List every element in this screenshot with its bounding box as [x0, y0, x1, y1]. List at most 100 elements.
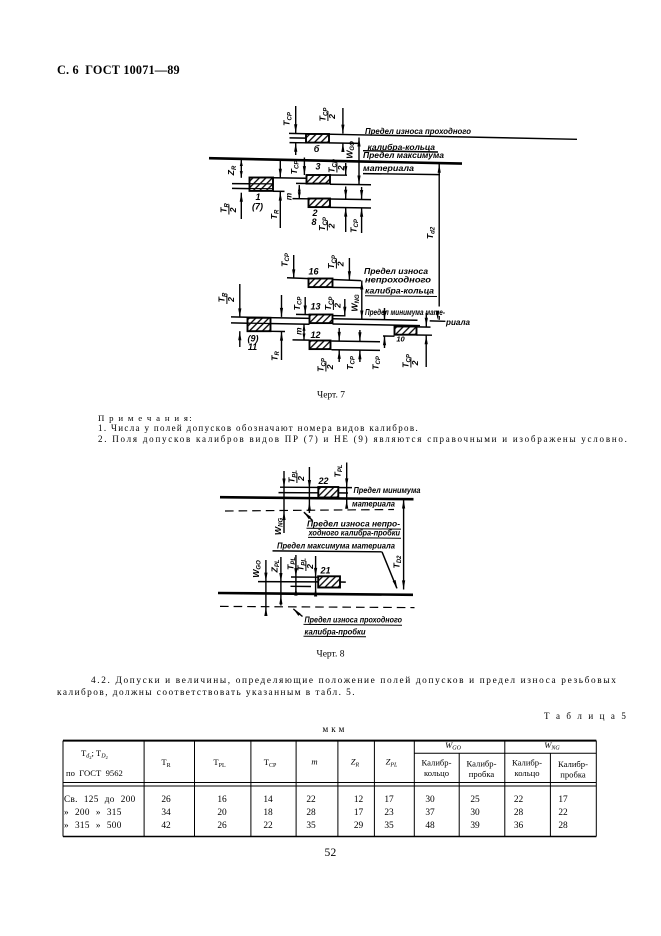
svg-text:13: 13: [310, 302, 320, 312]
svg-text:22: 22: [263, 821, 273, 831]
svg-text:28: 28: [514, 808, 524, 818]
svg-text:m: m: [294, 327, 304, 335]
svg-text:2: 2: [311, 208, 317, 218]
svg-text:материала: материала: [363, 163, 414, 173]
svg-text:25: 25: [470, 795, 480, 805]
svg-text:непроходного: непроходного: [365, 274, 431, 284]
svg-text:2: 2: [296, 476, 306, 482]
svg-text:28: 28: [306, 808, 316, 818]
svg-text:TPL: TPL: [296, 558, 308, 571]
svg-text:18: 18: [263, 808, 273, 818]
svg-text:кольцо: кольцо: [424, 768, 449, 778]
svg-text:TCP: TCP: [292, 296, 304, 311]
svg-text:Калибр-: Калибр-: [422, 758, 452, 768]
svg-text:30: 30: [425, 795, 435, 805]
svg-text:22: 22: [306, 795, 316, 805]
svg-text:(7): (7): [252, 202, 263, 212]
svg-text:Черт. 7: Черт. 7: [317, 391, 345, 401]
svg-text:пробка: пробка: [560, 769, 586, 779]
svg-text:16: 16: [217, 795, 227, 805]
svg-text:WGO: WGO: [251, 560, 263, 578]
svg-text:2: 2: [327, 223, 337, 229]
svg-text:22: 22: [514, 795, 524, 805]
svg-text:12: 12: [354, 795, 364, 805]
svg-text:материала: материала: [352, 498, 395, 508]
svg-text:кольцо: кольцо: [514, 768, 539, 778]
svg-text:Св. 125 до 200: Св. 125 до 200: [64, 794, 136, 804]
svg-text:» 200 » 315: » 200 » 315: [64, 807, 122, 817]
svg-text:35: 35: [384, 821, 394, 831]
svg-text:Td2: Td2: [425, 226, 437, 239]
svg-text:ZPL: ZPL: [270, 559, 282, 573]
svg-text:2: 2: [226, 297, 236, 303]
svg-text:TR: TR: [161, 757, 170, 769]
svg-text:TR: TR: [270, 351, 282, 361]
svg-text:TCP: TCP: [323, 296, 335, 311]
svg-text:Td2; TD2: Td2; TD2: [81, 748, 109, 760]
svg-text:WNG: WNG: [273, 518, 285, 536]
svg-text:26: 26: [161, 795, 171, 805]
svg-text:TCP: TCP: [326, 254, 338, 269]
svg-text:WNG: WNG: [544, 740, 560, 752]
svg-text:37: 37: [425, 808, 435, 818]
svg-text:пробка: пробка: [469, 769, 495, 779]
svg-text:Предел износа проходного: Предел износа проходного: [365, 126, 471, 136]
svg-text:2: 2: [325, 364, 335, 370]
svg-text:39: 39: [470, 821, 480, 831]
svg-text:TCP: TCP: [371, 355, 383, 370]
svg-text:ZPL: ZPL: [386, 757, 398, 769]
svg-text:Предел минимума мате-: Предел минимума мате-: [365, 307, 445, 317]
svg-text:36: 36: [514, 821, 524, 831]
svg-text:калибра-кольца: калибра-кольца: [365, 286, 434, 296]
svg-text:m: m: [311, 757, 317, 767]
svg-text:m: m: [284, 192, 294, 200]
svg-text:35: 35: [306, 821, 316, 831]
svg-text:16: 16: [308, 267, 319, 277]
svg-text:WNG: WNG: [349, 294, 361, 312]
svg-text:TCP: TCP: [345, 355, 357, 370]
svg-text:42: 42: [161, 821, 171, 831]
svg-text:11: 11: [248, 342, 257, 352]
svg-text:34: 34: [161, 808, 171, 818]
svg-text:» 315 » 500: » 315 » 500: [64, 820, 122, 830]
svg-text:калибра-кольца: калибра-кольца: [368, 142, 436, 152]
svg-text:б: б: [314, 144, 320, 154]
svg-text:калибра-пробки: калибра-пробки: [305, 626, 366, 636]
svg-text:TPL: TPL: [213, 757, 226, 769]
svg-text:TCP: TCP: [349, 218, 361, 233]
svg-text:Черт. 8: Черт. 8: [317, 650, 345, 660]
svg-text:Калибр-: Калибр-: [467, 759, 497, 769]
svg-text:TCP: TCP: [401, 353, 413, 368]
svg-text:29: 29: [354, 821, 364, 831]
svg-text:2: 2: [228, 207, 238, 213]
svg-text:22: 22: [558, 808, 568, 818]
svg-text:2: 2: [336, 165, 346, 171]
svg-text:TCP: TCP: [327, 158, 339, 173]
svg-text:TCP: TCP: [317, 216, 329, 231]
svg-text:3: 3: [315, 162, 320, 172]
svg-text:TD2: TD2: [392, 555, 404, 569]
svg-text:17: 17: [558, 795, 568, 805]
svg-text:TCP: TCP: [280, 252, 292, 267]
svg-text:Калибр-: Калибр-: [512, 758, 542, 768]
svg-text:Предел износа непро-: Предел износа непро-: [307, 519, 400, 529]
svg-text:TR: TR: [217, 292, 229, 302]
svg-text:TR: TR: [219, 203, 231, 213]
svg-text:22: 22: [317, 476, 328, 486]
svg-text:2: 2: [336, 261, 346, 267]
svg-text:48: 48: [425, 821, 435, 831]
svg-text:14: 14: [263, 795, 273, 805]
svg-text:12: 12: [310, 330, 320, 340]
svg-text:20: 20: [217, 808, 227, 818]
svg-text:21: 21: [319, 566, 330, 576]
svg-text:8: 8: [311, 217, 316, 227]
svg-text:TR: TR: [269, 209, 281, 219]
svg-text:2: 2: [327, 114, 337, 120]
svg-text:10: 10: [396, 335, 405, 344]
svg-text:TCP: TCP: [289, 160, 301, 175]
svg-text:TPL: TPL: [286, 557, 298, 570]
svg-text:Предел максимума материала: Предел максимума материала: [277, 541, 395, 551]
svg-text:TPL: TPL: [287, 470, 299, 483]
svg-text:26: 26: [217, 821, 227, 831]
svg-text:риала: риала: [445, 317, 470, 327]
